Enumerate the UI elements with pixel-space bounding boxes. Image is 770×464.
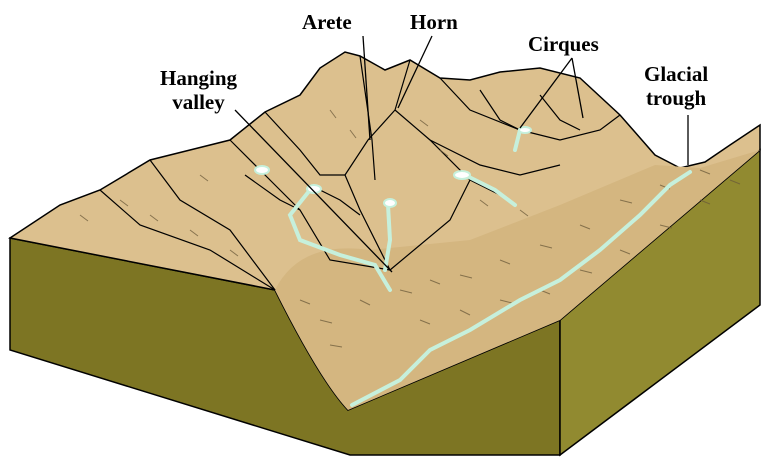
label-cirques: Cirques (528, 32, 599, 56)
label-arete: Arete (302, 10, 352, 34)
label-glacial-trough-line1: Glacial (644, 62, 708, 86)
label-horn: Horn (410, 10, 458, 34)
label-glacial-trough: Glacial trough (644, 62, 708, 110)
label-hanging-valley-line1: Hanging (160, 66, 237, 90)
label-glacial-trough-line2: trough (644, 86, 708, 110)
label-hanging-valley: Hanging valley (160, 66, 237, 114)
label-hanging-valley-line2: valley (160, 90, 237, 114)
